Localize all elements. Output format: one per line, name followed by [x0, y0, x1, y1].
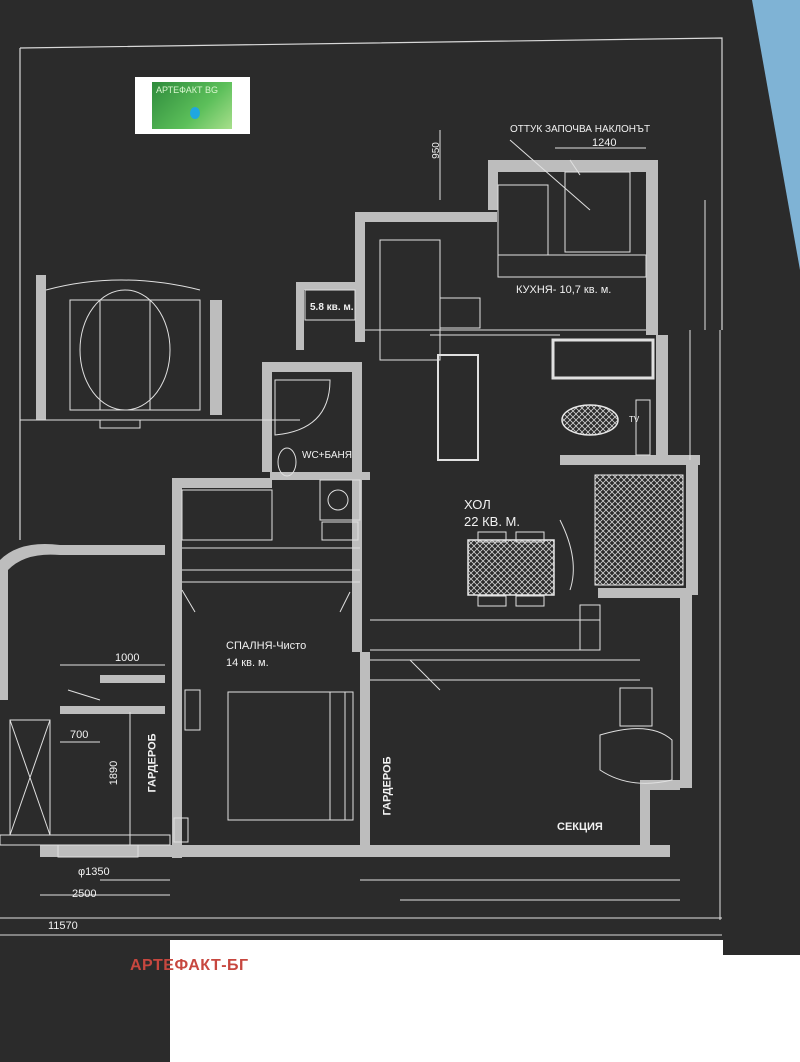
bedroom-title: СПАЛНЯ-Чисто [226, 640, 307, 652]
bedroom-area: 14 кв. м. [226, 657, 269, 669]
dimension-1000: 1000 [115, 652, 140, 664]
slope-note: ОТТУК ЗАПОЧВА НАКЛОНЪТ [510, 124, 651, 135]
wc-bath-label: WC+БАНЯ [302, 450, 352, 461]
kitchen-label: КУХНЯ- 10,7 кв. м. [516, 284, 612, 296]
logo-drop-icon [190, 107, 200, 119]
white-paper-area [720, 955, 800, 1062]
dimension-950: 950 [430, 142, 442, 159]
dimension-11570: 11570 [48, 920, 78, 932]
white-paper-area-main [170, 940, 723, 1062]
walls [0, 160, 700, 858]
watermark-text: АРТЕФАКТ-БГ [130, 957, 249, 974]
hall-area: 22 КВ. М. [464, 514, 520, 529]
small-room-area: 5.8 кв. м. [310, 302, 354, 313]
logo-text: АРТЕФАКТ BG [156, 85, 218, 95]
hall-title: ХОЛ [464, 497, 491, 512]
logo-graphic: АРТЕФАКТ BG [152, 82, 232, 129]
wardrobe-mid-label: ГАРДЕРОБ [381, 756, 394, 816]
company-logo: АРТЕФАКТ BG [135, 77, 250, 134]
dimension-1890: 1890 [108, 760, 121, 786]
dimension-700: 700 [70, 729, 89, 741]
dimension-1240: 1240 [592, 137, 617, 149]
plan-lines [0, 130, 722, 920]
wardrobe-left-label: ГАРДЕРОБ [146, 733, 159, 793]
dimension-2500: 2500 [72, 888, 97, 900]
section-label: СЕКЦИЯ [557, 821, 603, 833]
tv-label: TV [629, 415, 640, 424]
dimension-1350: φ1350 [78, 866, 110, 878]
sheet-border [19, 37, 723, 330]
